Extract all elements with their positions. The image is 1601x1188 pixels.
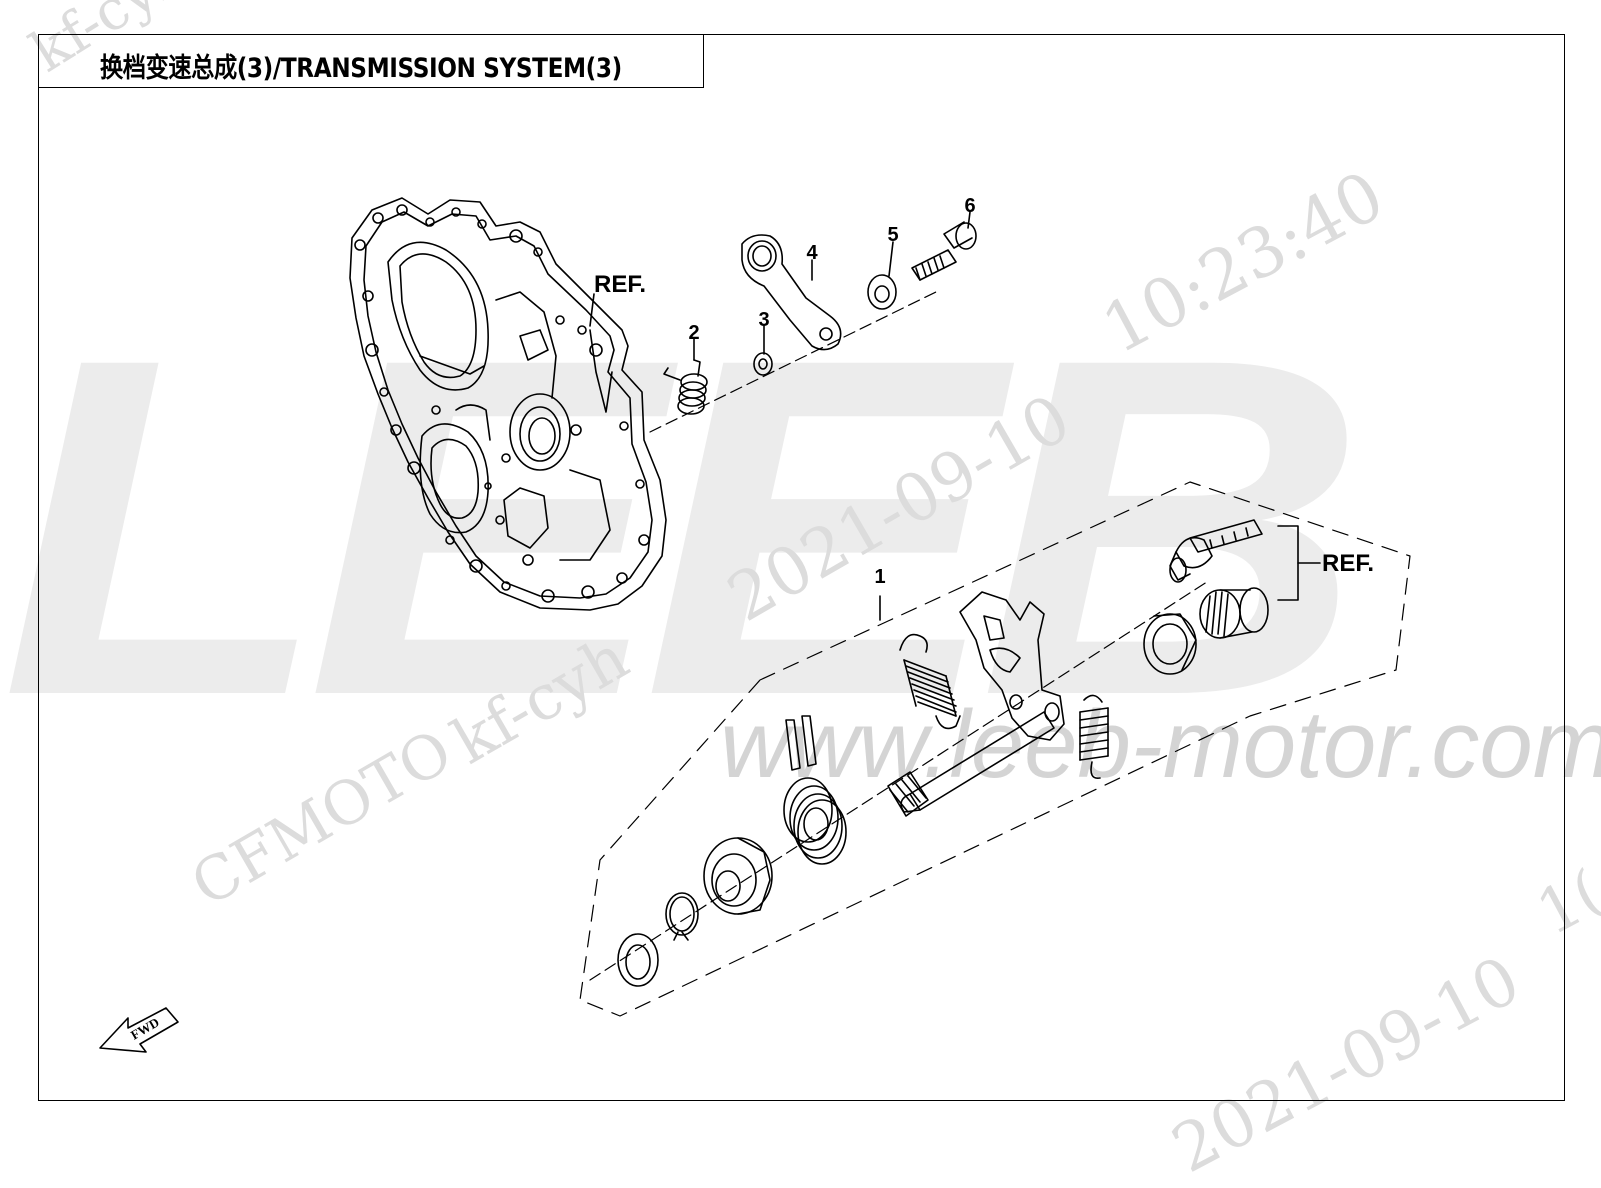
case-cover-ref-part (349, 197, 667, 611)
part-6-bolt (911, 221, 977, 281)
ref-needle-bearing (1199, 587, 1269, 639)
tension-spring-b (1079, 694, 1109, 779)
part-3-washer (753, 352, 773, 376)
watermark-logo: LEEB (0, 258, 1367, 795)
page-title: 换档变速总成(3)/TRANSMISSION SYSTEM(3) (100, 53, 622, 84)
callout-6-label: 6 (964, 195, 975, 217)
callout-1-circle (867, 563, 893, 589)
part-5-washer (867, 274, 897, 310)
oil-seal (1143, 613, 1197, 675)
part-4-stopper-arm (741, 234, 842, 351)
exploded-parts-diagram: 1 2 3 4 5 6 REF. REF. FWD (99, 195, 1411, 1053)
lower-axis-line (589, 579, 1211, 981)
callout-4-label: 4 (806, 242, 818, 264)
callout-5-label: 5 (887, 224, 898, 246)
tension-spring-a (899, 633, 961, 730)
title-box: 换档变速总成(3)/TRANSMISSION SYSTEM(3) (38, 34, 704, 88)
part-2-return-spring (663, 359, 708, 415)
shift-shaft-assembly (887, 591, 1065, 817)
torsion-spring (783, 715, 847, 865)
callout-3-label: 3 (758, 309, 769, 331)
ref-label-upper: REF. (594, 271, 646, 298)
watermark-url: www.leeb-motor.com (720, 691, 1601, 798)
outer-washer (617, 933, 659, 987)
callout-2-label: 2 (688, 322, 699, 344)
ref-label-right: REF. (1322, 550, 1374, 577)
ref-pin (1169, 519, 1263, 583)
assembly-boundary (579, 481, 1411, 1017)
shaft-collar (703, 837, 773, 915)
upper-axis-line (649, 289, 941, 433)
circlip (665, 892, 699, 941)
drawing-frame (38, 34, 1565, 1101)
callout-1-label: 1 (874, 566, 885, 588)
fwd-arrow-icon (99, 1007, 179, 1053)
